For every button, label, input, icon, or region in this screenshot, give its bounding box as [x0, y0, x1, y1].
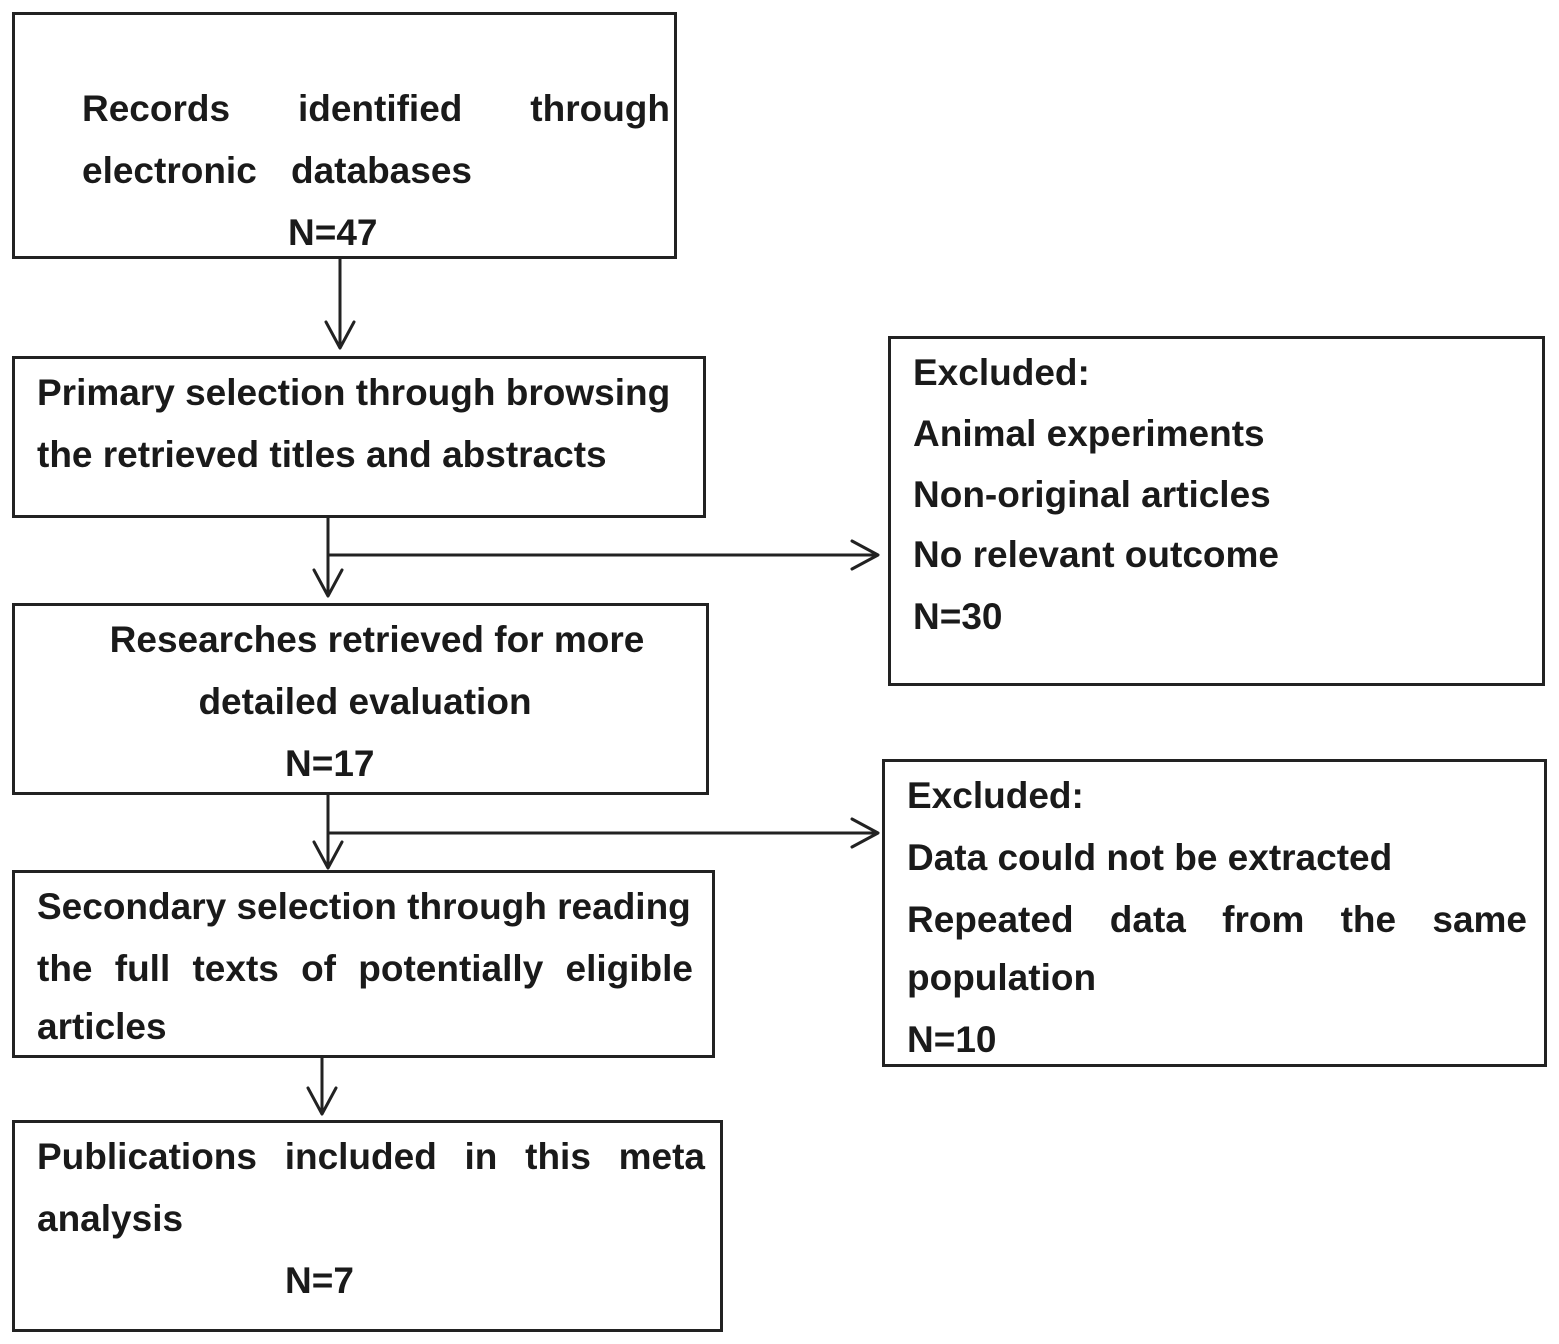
excluded-2-count: N=10	[907, 1019, 997, 1060]
excluded-2-reason-2-line-2: population	[907, 957, 1097, 998]
excluded-1-reason-3: No relevant outcome	[913, 534, 1279, 575]
arrowhead-primary-to-detailed	[312, 568, 344, 598]
records-identified-box: Records identified through electronic da…	[12, 12, 677, 259]
arrowhead-secondary-to-included	[306, 1086, 338, 1116]
primary-line-1: Primary selection through browsing	[37, 372, 671, 413]
included-count: N=7	[285, 1260, 354, 1301]
detailed-line-1: Researches retrieved for more	[109, 619, 645, 660]
records-line-1: Records identified through	[82, 88, 670, 129]
included-line-2: analysis	[37, 1198, 184, 1239]
arrowhead-records-to-primary	[324, 320, 356, 350]
secondary-selection-box: Secondary selection through reading the …	[12, 870, 715, 1058]
publications-included-box: Publications included in this meta analy…	[12, 1120, 723, 1332]
excluded-1-heading: Excluded:	[913, 352, 1090, 393]
arrowhead-detailed-to-excluded-2	[850, 817, 880, 849]
primary-selection-box: Primary selection through browsing the r…	[12, 356, 706, 518]
records-line-2-word-2: databases	[291, 150, 472, 191]
excluded-2-reason-2-line-1: Repeated data from the same	[907, 899, 1527, 940]
excluded-1-reason-2: Non-original articles	[913, 474, 1271, 515]
records-count: N=47	[288, 212, 378, 253]
primary-line-2: the retrieved titles and abstracts	[37, 434, 607, 475]
arrowhead-detailed-to-secondary	[312, 840, 344, 870]
detailed-line-2: detailed evaluation	[198, 681, 532, 722]
records-line-2-word-1: electronic	[82, 150, 257, 191]
secondary-line-1: Secondary selection through reading	[37, 886, 691, 927]
excluded-box-2: Excluded: Data could not be extracted Re…	[882, 759, 1547, 1067]
arrowhead-primary-to-excluded-1	[850, 539, 880, 571]
detailed-evaluation-box: Researches retrieved for more detailed e…	[12, 603, 709, 795]
excluded-1-count: N=30	[913, 596, 1003, 637]
secondary-line-2: the full texts of potentially eligible	[37, 948, 693, 989]
excluded-2-heading: Excluded:	[907, 775, 1084, 816]
secondary-line-3: articles	[37, 1006, 167, 1047]
detailed-count: N=17	[285, 743, 375, 784]
included-line-1: Publications included in this meta	[37, 1136, 705, 1177]
excluded-1-reason-1: Animal experiments	[913, 413, 1265, 454]
excluded-box-1: Excluded: Animal experiments Non-origina…	[888, 336, 1545, 686]
excluded-2-reason-1: Data could not be extracted	[907, 837, 1393, 878]
